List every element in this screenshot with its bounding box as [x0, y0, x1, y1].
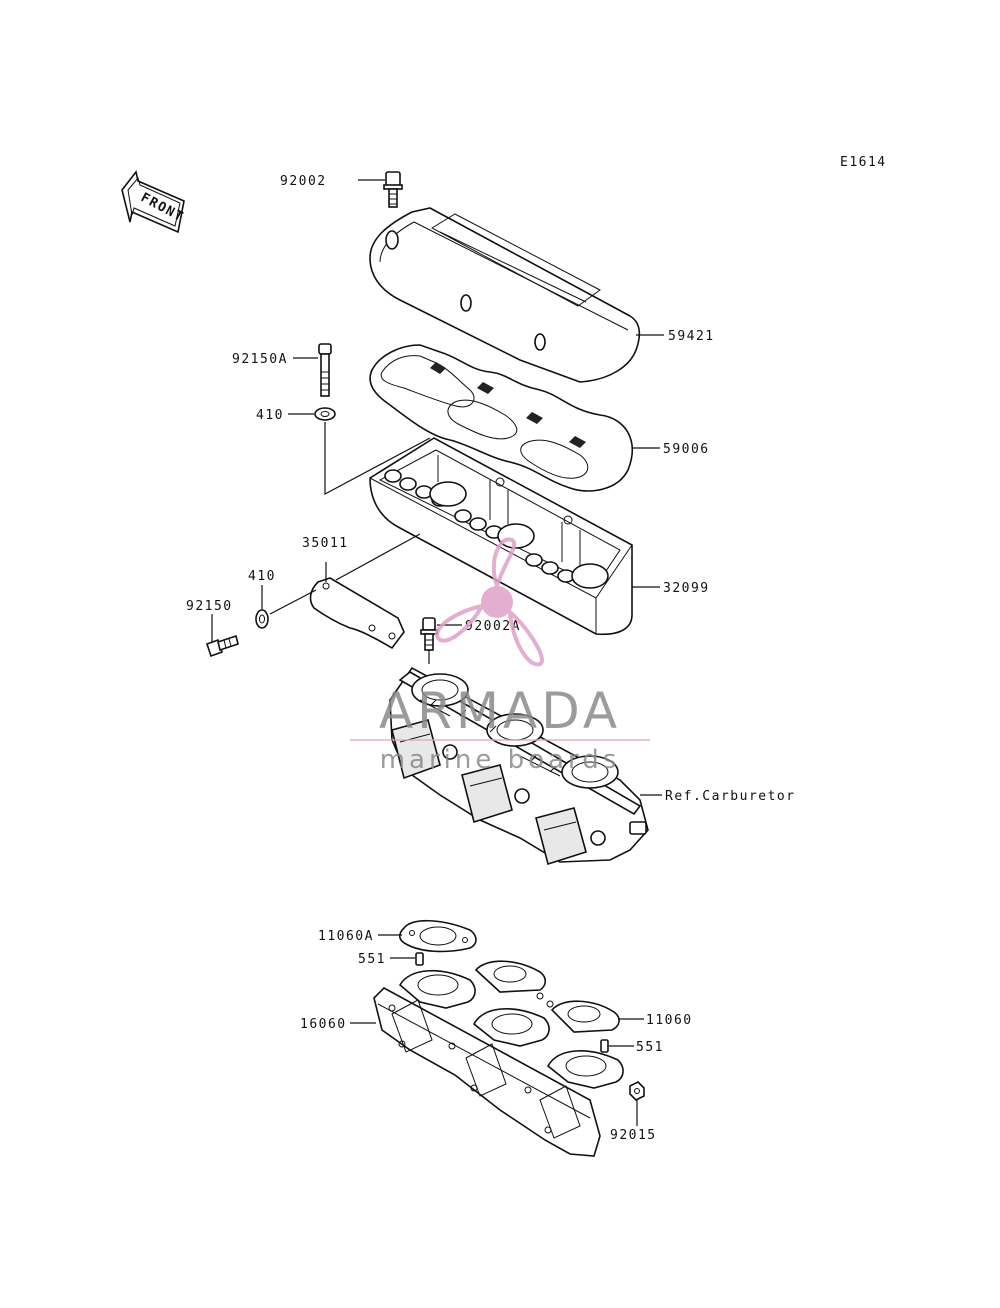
bolt-92002-icon: [383, 171, 403, 208]
assembly-line-35011: [335, 533, 421, 581]
bracket-35011-icon: [309, 577, 405, 650]
label-92150a: 92150A: [232, 352, 288, 367]
label-551-lower: 551: [636, 1040, 664, 1055]
diagram-code: E1614: [840, 155, 887, 170]
bolt-92150-icon: [205, 634, 239, 658]
label-410-lower: 410: [248, 569, 276, 584]
label-92015: 92015: [610, 1128, 657, 1143]
bolt-92150a-icon: [318, 343, 332, 397]
label-59006: 59006: [663, 442, 710, 457]
washer-410-lower-icon: [255, 609, 269, 629]
air-cover-59421-icon: [369, 207, 641, 383]
label-92150: 92150: [186, 599, 233, 614]
label-410-upper: 410: [256, 408, 284, 423]
label-92002a: 92002A: [465, 619, 521, 634]
bolt-92002a-icon: [420, 617, 438, 651]
dowel-551-upper-icon: [415, 952, 424, 966]
washer-410-upper-icon: [314, 407, 336, 421]
label-11060: 11060: [646, 1013, 693, 1028]
watermark: ARMADA marine boards: [350, 537, 650, 775]
air-box-base-32099-icon: [369, 437, 633, 636]
assembly-line-410: [324, 422, 431, 495]
assembly-line-410-lower: [269, 589, 317, 615]
dowel-551-lower-icon: [600, 1039, 609, 1053]
nut-92015-icon: [629, 1081, 645, 1101]
intake-manifold-16060-icon: [373, 960, 624, 1157]
label-ref-carburetor: Ref.Carburetor: [665, 789, 796, 804]
label-551-upper: 551: [358, 952, 386, 967]
gasket-59006-icon: [369, 344, 633, 492]
label-35011: 35011: [302, 536, 349, 551]
front-arrow-icon: FRONT: [121, 170, 186, 234]
watermark-tagline: marine boards: [380, 745, 621, 775]
label-16060: 16060: [300, 1017, 347, 1032]
gasket-11060a-icon: [398, 919, 477, 953]
label-32099: 32099: [663, 581, 710, 596]
watermark-brand: ARMADA: [379, 682, 621, 740]
propeller-logo-icon: [435, 537, 544, 667]
label-59421: 59421: [668, 329, 715, 344]
label-92002: 92002: [280, 174, 327, 189]
label-11060a: 11060A: [318, 929, 374, 944]
carburetor-assembly-icon: [389, 666, 649, 866]
